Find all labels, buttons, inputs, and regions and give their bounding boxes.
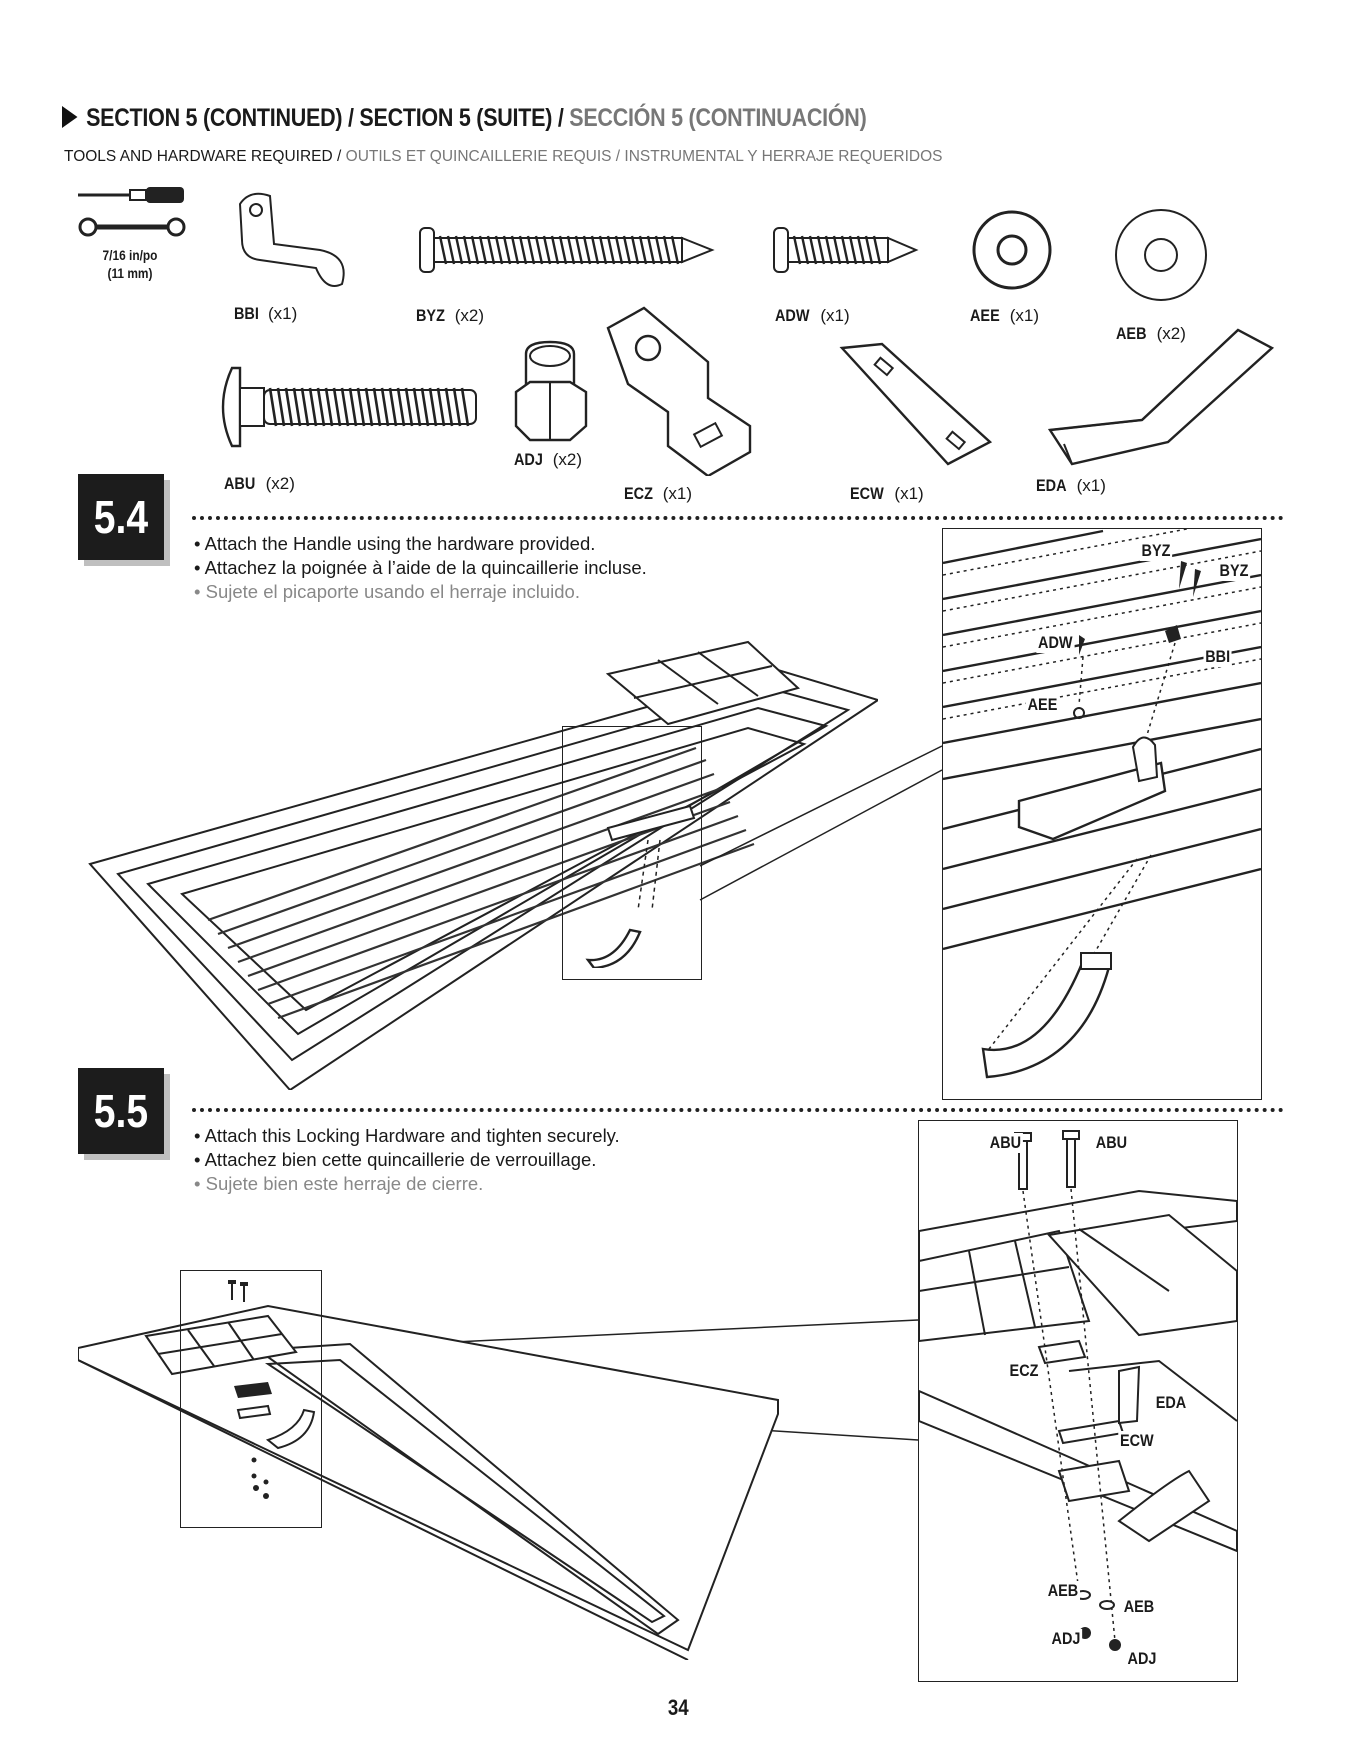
washer-aeb-icon [1115, 209, 1207, 301]
screw-byz-icon [419, 227, 715, 273]
callout-aee: AEE [1025, 695, 1060, 715]
door-lock-illustration [78, 1304, 779, 1660]
part-label-bbi: BBI (x1) [234, 304, 298, 323]
part-label-ecz: ECZ (x1) [624, 484, 693, 503]
callout-aeb-1: AEB [1045, 1581, 1080, 1601]
step-number-5-4: 5.4 [78, 474, 164, 560]
washer-aee-icon [972, 210, 1052, 290]
step-5-5-instructions: • Attach this Locking Hardware and tight… [194, 1125, 620, 1194]
callout-bbi: BBI [1203, 647, 1232, 667]
step-5-4-instructions: • Attach the Handle using the hardware p… [194, 533, 647, 602]
nut-adj-icon [514, 340, 588, 442]
part-label-aee: AEE (x1) [970, 306, 1039, 325]
part-label-abu: ABU (x2) [224, 474, 295, 493]
part-label-adw: ADW (x1) [775, 306, 850, 325]
part-label-adj: ADJ (x2) [514, 450, 583, 469]
step-divider [192, 1108, 1284, 1112]
part-label-aeb: AEB (x2) [1116, 324, 1186, 343]
callout-ecz: ECZ [1007, 1361, 1041, 1381]
screwdriver-icon [78, 187, 184, 203]
bolt-abu-icon [221, 366, 477, 448]
step-divider [192, 516, 1284, 520]
step-5-5-detail-inset: ABU ABU ECZ EDA ECW AEB AEB ADJ ADJ [918, 1120, 1238, 1682]
handle-icon-small [585, 928, 642, 968]
lock-zoom-box [180, 1270, 322, 1528]
bracket-bbi-icon [238, 192, 345, 287]
page-number: 34 [667, 1695, 689, 1720]
callout-byz-1: BYZ [1139, 541, 1173, 561]
callout-eda: EDA [1153, 1393, 1188, 1413]
play-arrow-icon [62, 106, 78, 128]
step-5-4-detail-inset: BYZ BYZ ADW BBI AEE [942, 528, 1262, 1100]
section-title: SECTION 5 (CONTINUED) / SECTION 5 (SUITE… [62, 104, 867, 133]
part-label-byz: BYZ (x2) [416, 306, 485, 325]
wrench-size: 7/16 in/po (11 mm) [102, 247, 158, 281]
part-label-eda: EDA (x1) [1036, 476, 1106, 495]
callout-adw: ADW [1036, 633, 1075, 653]
callout-abu-1: ABU [988, 1133, 1023, 1153]
plate-ecw-icon [839, 342, 993, 466]
wrench-icon [78, 217, 186, 237]
tools-heading: TOOLS AND HARDWARE REQUIRED / OUTILS ET … [64, 148, 943, 165]
lock-plate-ecz-icon [606, 306, 752, 476]
door-handle-illustration [88, 640, 878, 1090]
callout-ecw: ECW [1118, 1431, 1156, 1451]
handle-detail-drawing [943, 529, 1261, 1079]
callout-byz-2: BYZ [1217, 561, 1251, 581]
bolts-icon-small [228, 1280, 248, 1302]
part-label-ecw: ECW (x1) [850, 484, 924, 503]
step-number-5-5: 5.5 [78, 1068, 164, 1154]
callout-adj-2: ADJ [1125, 1649, 1159, 1669]
callout-abu-2: ABU [1094, 1133, 1129, 1153]
latch-eda-icon [1047, 328, 1275, 466]
screw-adw-icon [773, 227, 919, 273]
callout-aeb-2: AEB [1121, 1597, 1156, 1617]
callout-adj-1: ADJ [1049, 1629, 1083, 1649]
lock-detail-drawing [919, 1130, 1237, 1651]
